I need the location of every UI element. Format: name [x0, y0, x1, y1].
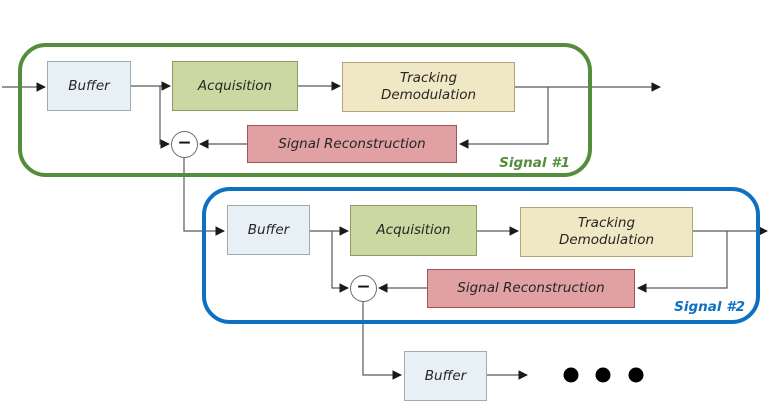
acquisition-block-1: Acquisition [172, 61, 298, 111]
ellipsis-dots-icon [563, 367, 644, 383]
tracking-demodulation-block-1: Tracking Demodulation [342, 62, 515, 112]
minus-icon: − [177, 133, 192, 153]
acquisition-block-2: Acquisition [350, 205, 477, 256]
output-buffer-block: Buffer [404, 351, 487, 401]
tracking-demodulation-block-2: Tracking Demodulation [520, 207, 693, 257]
signal-reconstruction-block-2: Signal Reconstruction [427, 269, 635, 308]
buffer-block-2: Buffer [227, 205, 310, 255]
stage-2-group-border [202, 187, 760, 324]
signal-reconstruction-block-1: Signal Reconstruction [247, 125, 457, 163]
buffer-block-1: Buffer [47, 61, 131, 111]
minus-icon: − [356, 277, 371, 297]
stage-1-group-border [18, 43, 592, 177]
stage-1-label: Signal #1 [499, 155, 570, 171]
subtract-node-2: − [350, 275, 377, 302]
stage-2-label: Signal #2 [674, 299, 745, 315]
subtract-node-1: − [171, 131, 198, 158]
